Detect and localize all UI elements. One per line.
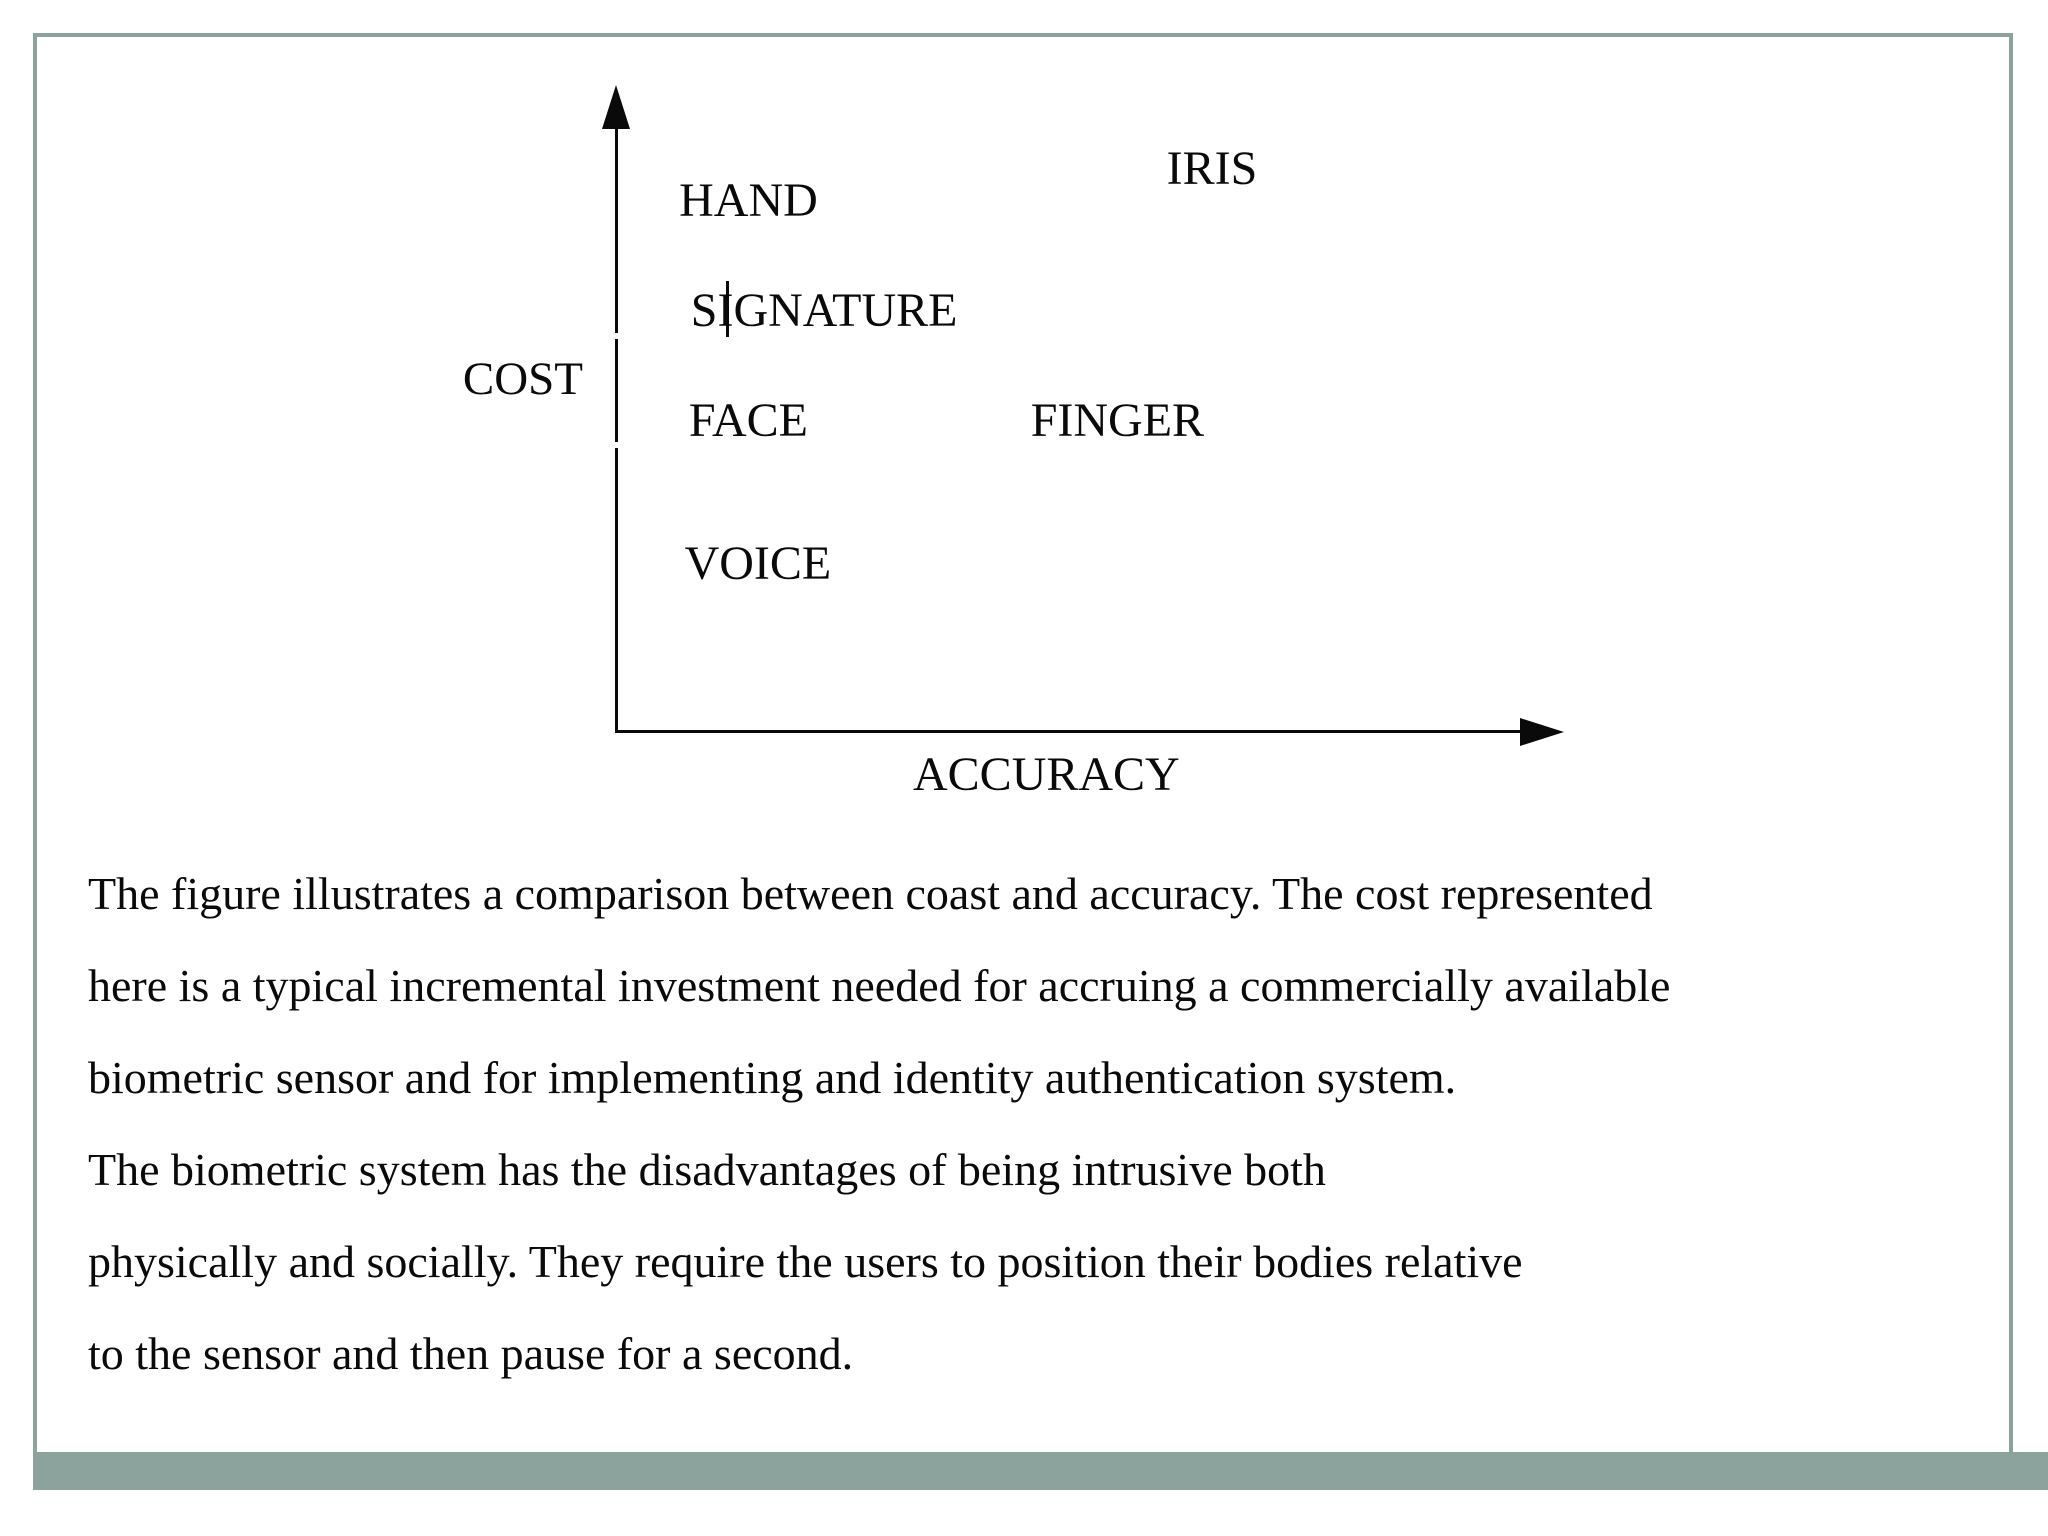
- body-text-line: physically and socially. They require th…: [88, 1236, 1523, 1287]
- y-axis-line-segment: [615, 118, 618, 333]
- body-text-line: biometric sensor and for implementing an…: [88, 1052, 1457, 1103]
- chart-point-signature: SIGNATURE: [690, 284, 958, 338]
- chart-point-hand: HAND: [679, 174, 818, 228]
- y-axis-label: COST: [462, 353, 583, 405]
- y-axis-line-segment: [615, 339, 618, 442]
- x-axis-arrowhead-icon: [1520, 718, 1564, 746]
- chart-point-face: FACE: [688, 394, 809, 448]
- x-axis-label: ACCURACY: [913, 748, 1180, 801]
- bottom-accent-bar: [33, 1452, 2048, 1490]
- chart-point-voice: VOICE: [684, 536, 832, 590]
- y-axis-arrowhead-icon: [602, 85, 630, 129]
- body-text-line: here is a typical incremental investment…: [88, 960, 1671, 1011]
- chart-point-iris: IRIS: [1166, 142, 1258, 196]
- plot-area: HAND SIGNATURE IRIS FACE FINGER VOICE: [616, 85, 1562, 732]
- body-text-line: to the sensor and then pause for a secon…: [88, 1328, 854, 1379]
- y-axis-line-segment: [615, 448, 618, 733]
- frame-left-border: [33, 33, 37, 1452]
- body-text-line: The biometric system has the disadvantag…: [88, 1144, 1326, 1195]
- frame-right-border: [2009, 33, 2013, 1452]
- chart-point-finger: FINGER: [1030, 394, 1205, 448]
- body-text-line: The figure illustrates a comparison betw…: [88, 868, 1653, 919]
- body-text: The figure illustrates a comparison betw…: [88, 848, 1968, 1400]
- text-cursor: [726, 281, 729, 337]
- x-axis-line: [615, 730, 1530, 733]
- frame-top-border: [33, 33, 2013, 37]
- cost-accuracy-chart: COST ACCURACY HAND SIGNATURE IRIS FACE FINGE…: [462, 85, 1564, 801]
